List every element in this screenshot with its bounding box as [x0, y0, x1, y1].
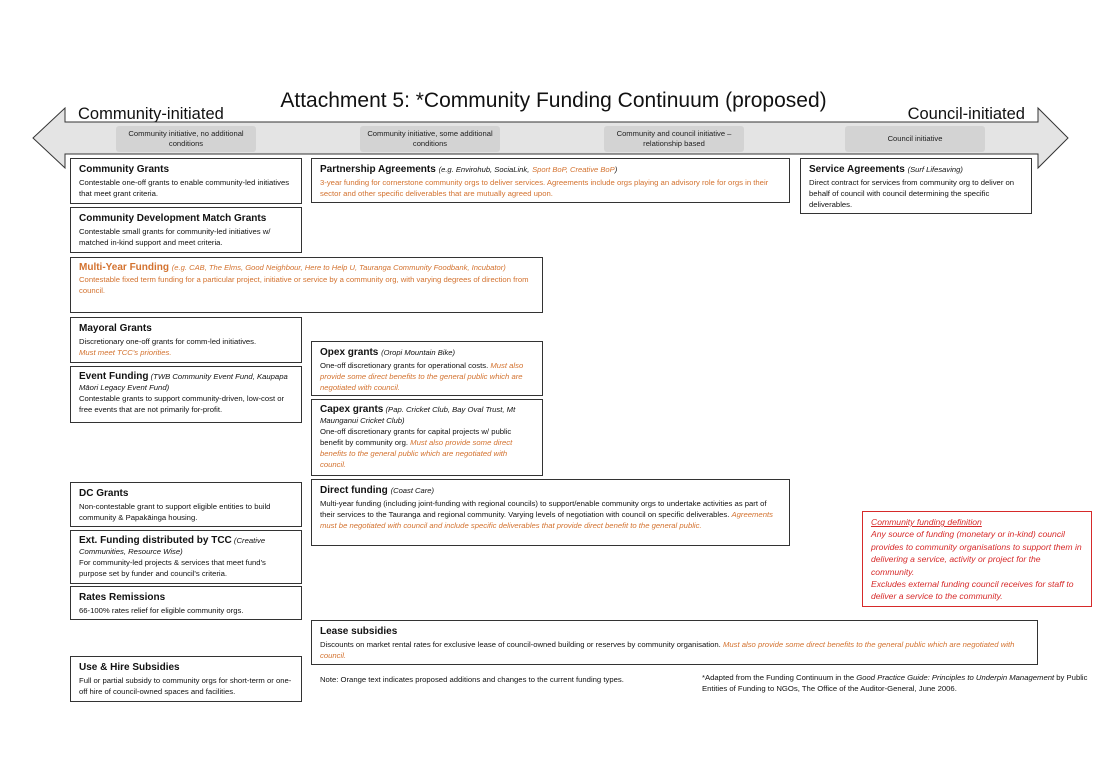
opex-grants-box: Opex grants (Oropi Mountain Bike) One-of…	[311, 341, 543, 396]
multi-year-title: Multi-Year Funding	[79, 262, 169, 273]
multi-year-text: Contestable fixed term funding for a par…	[79, 275, 529, 295]
stage-council-initiative: Council initiative	[845, 126, 985, 152]
ext-funding-text: For community-led projects & services th…	[79, 558, 266, 578]
partnership-agreements-box: Partnership Agreements (e.g. Envirohub, …	[311, 158, 790, 203]
service-text: Direct contract for services from commun…	[809, 178, 1015, 209]
direct-funding-box: Direct funding (Coast Care) Multi-year f…	[311, 479, 790, 546]
stage-relationship-based: Community and council initiative – relat…	[604, 126, 744, 152]
direct-text-wrap: Multi-year funding (including joint-fund…	[320, 498, 781, 531]
ext-funding-examples: (Creative Communities, Resource Wise)	[79, 536, 266, 556]
event-funding-title: Event Funding	[79, 371, 149, 382]
community-initiated-label: Community-initiated	[78, 105, 224, 123]
opex-heading: Opex grants (Oropi Mountain Bike)	[320, 346, 534, 359]
orange-text-note: Note: Orange text indicates proposed add…	[320, 675, 624, 684]
multi-year-examples: (e.g. CAB, The Elms, Good Neighbour, Her…	[171, 263, 506, 272]
partnership-text: 3-year funding for cornerstone community…	[320, 178, 769, 198]
event-funding-text: Contestable grants to support community-…	[79, 394, 285, 414]
opex-text: One-off discretionary grants for operati…	[320, 361, 489, 370]
service-title: Service Agreements	[809, 164, 905, 175]
ext-funding-title: Ext. Funding distributed by TCC	[79, 535, 232, 546]
mayoral-grants-extra: Must meet TCC's priorities.	[79, 348, 172, 357]
partnership-examples-new: Sport BoP, Creative BoP	[532, 165, 615, 174]
page-title: Attachment 5: *Community Funding Continu…	[280, 89, 827, 112]
partnership-examples-close: )	[614, 165, 618, 174]
lease-title: Lease subsidies	[320, 626, 398, 637]
dc-grants-text: Non-contestable grant to support eligibl…	[79, 502, 271, 522]
capex-grants-box: Capex grants (Pap. Cricket Club, Bay Ova…	[311, 399, 543, 476]
mayoral-grants-text: Discretionary one-off grants for comm-le…	[79, 337, 257, 346]
service-heading: Service Agreements (Surf Lifesaving)	[809, 163, 1023, 176]
multi-year-heading: Multi-Year Funding (e.g. CAB, The Elms, …	[79, 262, 534, 274]
capex-heading: Capex grants (Pap. Cricket Club, Bay Ova…	[320, 404, 534, 426]
ext-funding-heading: Ext. Funding distributed by TCC (Creativ…	[79, 535, 293, 557]
partnership-title: Partnership Agreements	[320, 164, 436, 175]
definition-text-2: Excludes external funding council receiv…	[871, 579, 1074, 602]
opex-text-wrap: One-off discretionary grants for operati…	[320, 360, 534, 393]
service-examples: (Surf Lifesaving)	[907, 165, 963, 174]
opex-title: Opex grants	[320, 347, 379, 358]
stage-community-no-conditions: Community initiative, no additional cond…	[116, 126, 256, 152]
event-funding-box: Event Funding (TWB Community Event Fund,…	[70, 366, 302, 423]
footnote-italic: Good Practice Guide: Principles to Under…	[856, 673, 1055, 682]
partnership-heading: Partnership Agreements (e.g. Envirohub, …	[320, 163, 781, 176]
direct-title: Direct funding	[320, 485, 388, 496]
community-grants-text: Contestable one-off grants to enable com…	[79, 178, 290, 198]
event-funding-examples: (TWB Community Event Fund, Kaupapa Māori…	[79, 372, 288, 392]
ext-funding-box: Ext. Funding distributed by TCC (Creativ…	[70, 530, 302, 584]
dc-grants-box: DC Grants Non-contestable grant to suppo…	[70, 482, 302, 527]
use-hire-text: Full or partial subsidy to community org…	[79, 676, 292, 696]
community-development-match-grants-box: Community Development Match Grants Conte…	[70, 207, 302, 253]
use-hire-title: Use & Hire Subsidies	[79, 662, 180, 673]
opex-examples: (Oropi Mountain Bike)	[381, 348, 455, 357]
footnote-suffix: by Public Entities of Funding to NGOs, T…	[702, 673, 1088, 693]
council-initiated-label: Council-initiated	[907, 105, 1025, 123]
cdm-grants-text: Contestable small grants for community-l…	[79, 227, 271, 247]
partnership-examples: (e.g. Envirohub, SociaLink,	[438, 165, 530, 174]
direct-text: Multi-year funding (including joint-fund…	[320, 499, 767, 519]
mayoral-grants-title: Mayoral Grants	[79, 323, 152, 334]
capex-text-wrap: One-off discretionary grants for capital…	[320, 426, 534, 470]
funding-definition-box: Community funding definition Any source …	[862, 511, 1092, 607]
event-funding-heading: Event Funding (TWB Community Event Fund,…	[79, 371, 293, 393]
lease-text: Discounts on market rental rates for exc…	[320, 640, 721, 649]
direct-examples: (Coast Care)	[390, 486, 435, 495]
capex-extra: Must also provide some direct benefits t…	[320, 438, 513, 469]
direct-extra: Agreements must be negotiated with counc…	[320, 510, 773, 530]
capex-examples: (Pap. Cricket Club, Bay Oval Trust, Mt M…	[320, 405, 516, 425]
rates-remissions-text: 66-100% rates relief for eligible commun…	[79, 606, 244, 615]
rates-remissions-title: Rates Remissions	[79, 592, 166, 603]
lease-extra: Must also provide some direct benefits t…	[320, 640, 1015, 660]
cdm-grants-title: Community Development Match Grants	[79, 213, 267, 224]
stage-community-some-conditions: Community initiative, some additional co…	[360, 126, 500, 152]
capex-text: One-off discretionary grants for capital…	[320, 427, 512, 447]
lease-subsidies-box: Lease subsidies Discounts on market rent…	[311, 620, 1038, 665]
footnote-prefix: *Adapted from the Funding Continuum in t…	[702, 673, 855, 682]
dc-grants-title: DC Grants	[79, 488, 129, 499]
source-footnote: *Adapted from the Funding Continuum in t…	[702, 672, 1097, 694]
definition-heading: Community funding definition	[871, 517, 982, 527]
multi-year-funding-box: Multi-Year Funding (e.g. CAB, The Elms, …	[70, 257, 543, 313]
use-hire-subsidies-box: Use & Hire Subsidies Full or partial sub…	[70, 656, 302, 702]
capex-title: Capex grants	[320, 404, 384, 415]
community-grants-box: Community Grants Contestable one-off gra…	[70, 158, 302, 204]
lease-text-wrap: Discounts on market rental rates for exc…	[320, 639, 1029, 661]
community-grants-title: Community Grants	[79, 164, 170, 175]
mayoral-grants-box: Mayoral Grants Discretionary one-off gra…	[70, 317, 302, 363]
rates-remissions-box: Rates Remissions 66-100% rates relief fo…	[70, 586, 302, 620]
service-agreements-box: Service Agreements (Surf Lifesaving) Dir…	[800, 158, 1032, 214]
definition-text: Any source of funding (monetary or in-ki…	[871, 529, 1082, 577]
direct-heading: Direct funding (Coast Care)	[320, 484, 781, 497]
opex-extra: Must also provide some direct benefits t…	[320, 361, 524, 392]
